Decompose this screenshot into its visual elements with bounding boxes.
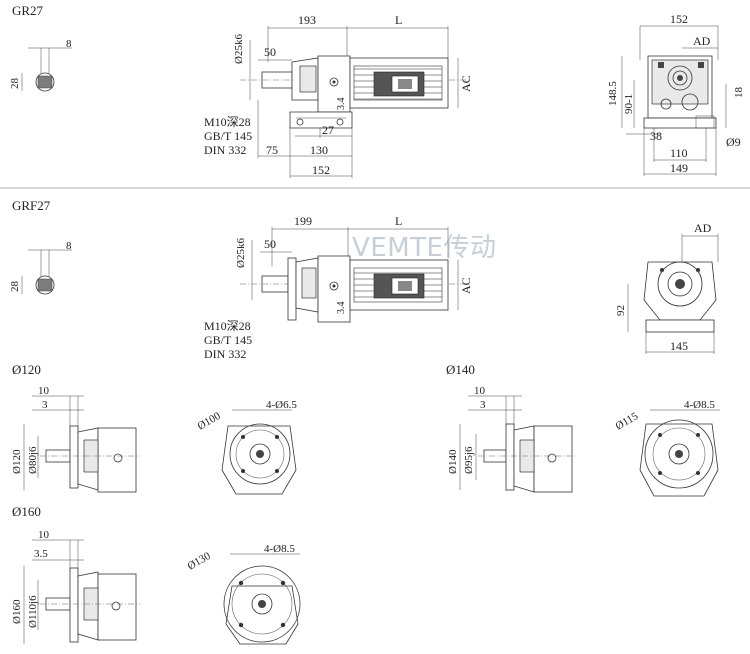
gr27-thread-2: GB/T 145 <box>204 129 252 143</box>
gr27-title: GR27 <box>12 3 44 18</box>
grf27-dim-ac: AC <box>459 277 473 294</box>
watermark: VEMTE传动 <box>352 233 496 263</box>
gr27-dim-50: 50 <box>264 45 276 59</box>
flange160-outer: Ø160 <box>11 599 23 624</box>
gr27-end-dim-9: Ø9 <box>726 135 741 149</box>
flange140-outer: Ø140 <box>447 449 459 474</box>
gr27-dim-152: 152 <box>312 163 330 177</box>
flange160-v10: 10 <box>38 529 50 541</box>
flange120-pcd: Ø100 <box>196 410 224 433</box>
flange160-title: Ø160 <box>12 504 41 519</box>
grf27-dim-34: 3.4 <box>336 302 347 315</box>
gr27-side-view: 193 L 50 Ø25k6 <box>204 13 473 178</box>
grf27-shaft-dia: Ø25k6 <box>235 238 247 268</box>
gr27-dim-L: L <box>395 13 402 27</box>
gr27-end-dim-110: 110 <box>670 146 688 160</box>
flange120-v10: 10 <box>38 385 50 397</box>
gr27-end-dim-38: 38 <box>650 129 662 143</box>
flange160-holes: 4-Ø8.5 <box>264 543 295 555</box>
gr27-end-dim-152: 152 <box>670 12 688 26</box>
flange140-title: Ø140 <box>446 362 475 377</box>
grf27-thread-2: GB/T 145 <box>204 333 252 347</box>
grf27-dim-199: 199 <box>294 214 312 228</box>
flange160-pcd: Ø130 <box>186 550 214 573</box>
gr27-section: GR27 8 28 193 L 50 Ø25k6 <box>9 3 745 178</box>
grf27-side-view: 199 L 50 Ø25k6 AC 3.4 M10深28 <box>204 214 473 361</box>
grf27-dim-50: 50 <box>264 237 276 251</box>
flange140-pcd: Ø115 <box>614 410 641 433</box>
grf27-end-dim-145: 145 <box>670 339 688 353</box>
flange160-v35: 3.5 <box>34 548 48 560</box>
flange140-holes: 4-Ø8.5 <box>684 399 715 411</box>
grf27-key-width: 8 <box>66 240 72 252</box>
grf27-section: GRF27 8 28 199 L 50 Ø25k6 <box>9 198 719 361</box>
gr27-end-dim-18: 18 <box>733 87 745 99</box>
gr27-end-dim-90: 90-1 <box>623 94 635 114</box>
gr27-dim-ac: AC <box>459 75 473 92</box>
flange120-outer: Ø120 <box>11 449 23 474</box>
gr27-end-dim-149: 149 <box>670 161 688 175</box>
flange140-v10: 10 <box>474 385 486 397</box>
gr27-dim-27: 27 <box>322 123 334 137</box>
flange140-pilot: Ø95j6 <box>463 446 475 474</box>
flange120-title: Ø120 <box>12 362 41 377</box>
gr27-thread-1: M10深28 <box>204 115 251 129</box>
flange160-pilot: Ø110j6 <box>27 595 39 628</box>
grf27-key-height: 28 <box>9 281 21 293</box>
grf27-end-view: AD 92 145 <box>615 221 719 354</box>
gr27-dim-193: 193 <box>298 13 316 27</box>
flange120-holes: 4-Ø6.5 <box>266 399 297 411</box>
flange-120-section: Ø120 10 3 Ø120 Ø80j6 4-Ø6.5 Ø100 <box>11 362 297 495</box>
gr27-end-dim-1485: 148.5 <box>607 81 619 106</box>
gr27-key-detail: 8 28 <box>9 38 72 92</box>
gr27-dim-75: 75 <box>266 143 278 157</box>
gr27-dim-130: 130 <box>310 143 328 157</box>
gr27-end-view: 152 AD 148.5 90-1 18 Ø9 <box>607 12 745 176</box>
grf27-thread-1: M10深28 <box>204 319 251 333</box>
grf27-thread-3: DIN 332 <box>204 347 246 361</box>
gr27-thread-3: DIN 332 <box>204 143 246 157</box>
gr27-key-width: 8 <box>66 38 72 50</box>
grf27-end-dim-ad: AD <box>694 221 712 235</box>
flange120-v3: 3 <box>42 399 48 411</box>
flange120-pilot: Ø80j6 <box>27 446 39 474</box>
flange140-v3: 3 <box>480 399 486 411</box>
grf27-key-detail: 8 28 <box>9 240 72 295</box>
flange-160-section: Ø160 10 3.5 Ø160 Ø110j6 4-Ø8.5 Ø130 <box>11 504 301 645</box>
grf27-dim-L: L <box>395 214 402 228</box>
gr27-key-height: 28 <box>9 78 21 90</box>
gr27-end-dim-ad: AD <box>693 34 711 48</box>
gr27-dim-34: 3.4 <box>336 98 347 111</box>
flange-140-section: Ø140 10 3 Ø140 Ø95j6 4-Ø8.5 Ø115 <box>446 362 720 497</box>
grf27-title: GRF27 <box>12 198 51 213</box>
gr27-shaft-dia: Ø25k6 <box>233 34 245 64</box>
grf27-end-dim-92: 92 <box>615 305 627 316</box>
